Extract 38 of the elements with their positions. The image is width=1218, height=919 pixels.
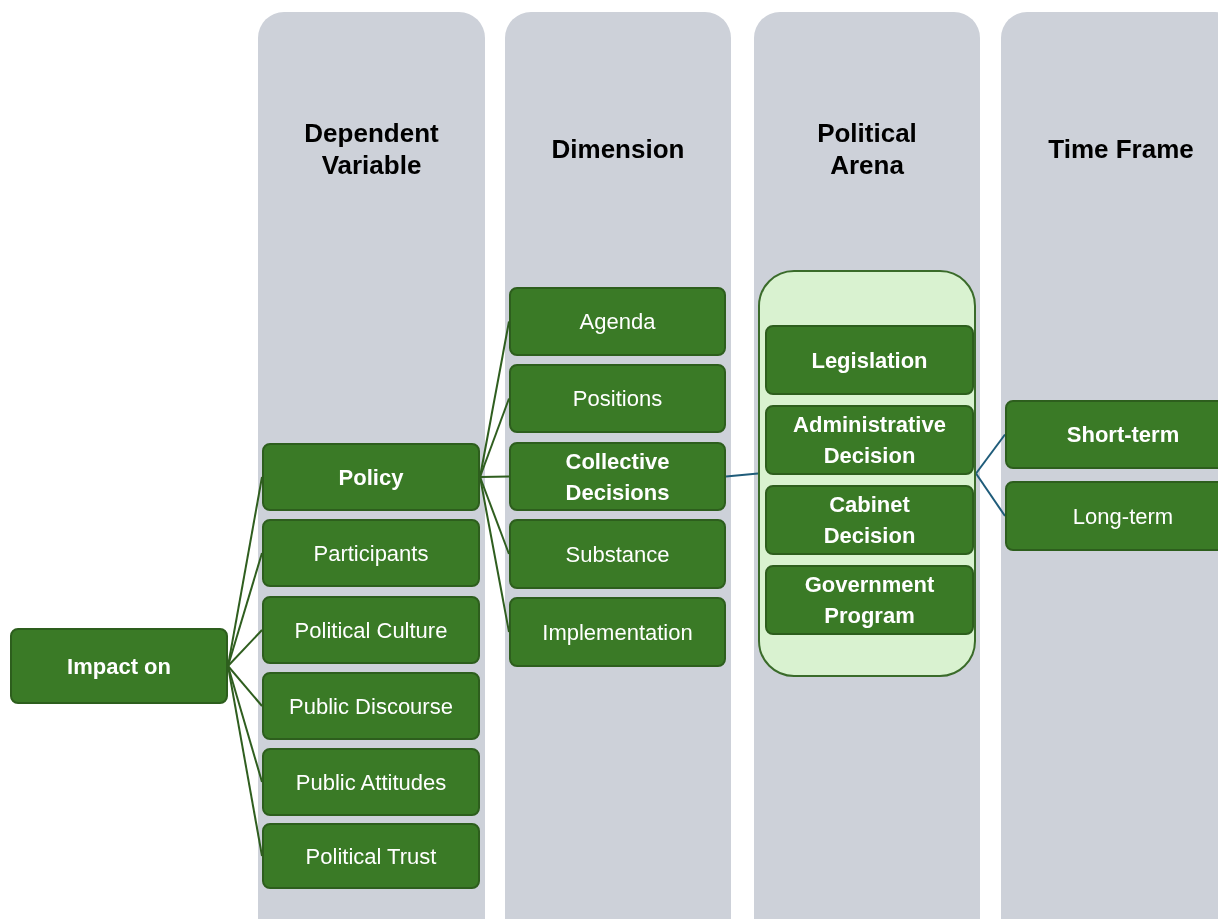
category-box: Collective Decisions: [509, 442, 726, 511]
column-band: [258, 12, 485, 919]
category-box: Substance: [509, 519, 726, 589]
connector-line: [479, 476, 510, 633]
group-container: [758, 270, 976, 677]
category-box: Agenda: [509, 287, 726, 356]
connector-line: [479, 475, 510, 478]
category-box: Policy: [262, 443, 480, 511]
category-box: Public Attitudes: [262, 748, 480, 816]
category-box: Public Discourse: [262, 672, 480, 740]
column-heading: Dependent Variable: [303, 117, 440, 181]
category-box: Impact on: [10, 628, 228, 704]
column-heading: Time Frame: [1048, 133, 1194, 165]
connector-line: [227, 665, 263, 707]
category-box: Short-term: [1005, 400, 1218, 469]
connector-line: [479, 476, 510, 555]
category-box: Political Culture: [262, 596, 480, 664]
column-heading: Dimension: [551, 133, 685, 165]
connector-line: [227, 665, 263, 783]
connector-line: [227, 629, 263, 667]
column-band: [1001, 12, 1218, 919]
column-band: [505, 12, 731, 919]
category-box: Political Trust: [262, 823, 480, 889]
category-box: Administrative Decision: [765, 405, 974, 475]
connector-line: [975, 433, 1006, 475]
category-box: Implementation: [509, 597, 726, 667]
connector-line: [725, 472, 759, 478]
connector-line: [975, 472, 1006, 517]
connector-line: [227, 552, 263, 667]
category-box: Government Program: [765, 565, 974, 635]
connector-line: [479, 397, 510, 478]
category-box: Long-term: [1005, 481, 1218, 551]
column-heading: Political Arena: [816, 117, 918, 181]
column-band: [754, 12, 980, 919]
category-box: Legislation: [765, 325, 974, 395]
category-box: Participants: [262, 519, 480, 587]
category-box: Positions: [509, 364, 726, 433]
category-box: Cabinet Decision: [765, 485, 974, 555]
